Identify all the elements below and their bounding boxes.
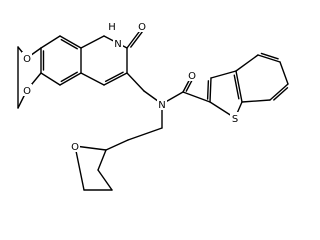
bond-z1-z2 [257, 54, 281, 63]
atom-n-quinolinone-bg [113, 37, 123, 49]
bond-p4-b4 [80, 72, 105, 86]
atom-label-layer: O O H N O N O S O [22, 20, 240, 153]
atom-n-amide-bg [157, 98, 167, 110]
bond-z3-z4 [269, 83, 289, 101]
bond-b4-b5 [59, 72, 82, 86]
molecule-canvas: O O H N O N O S O [17, 20, 289, 191]
bond-cAm-t2 [182, 91, 211, 103]
bond-b3-p1 [80, 35, 105, 49]
bond-z2-z3 [279, 61, 289, 85]
atom-o-thf-bg [70, 140, 80, 152]
atom-n-amide: N [158, 100, 165, 111]
double-bond-t2-t3 [206, 80, 210, 100]
molecule-diagram: O O H N O N O S O [17, 20, 289, 191]
bond-t3a-t7a [235, 70, 243, 103]
atom-o-thf: O [71, 142, 79, 153]
double-bond-z1-z2 [260, 52, 279, 60]
bond-b5-b6 [40, 72, 61, 86]
atom-s-thiophene-bg [230, 112, 240, 124]
atom-o-amide: O [188, 71, 196, 82]
double-bond-p3-p4 [104, 71, 124, 83]
bond-ch2b-thfC [127, 127, 163, 141]
atom-o-ketone-bg [137, 20, 147, 32]
bond-t2-t3 [209, 77, 212, 103]
bond-b2-b3 [59, 35, 82, 49]
atom-h-bg [107, 20, 117, 32]
double-bond-z3-z4 [273, 87, 289, 101]
bond-z4-t7a [241, 99, 271, 103]
atom-h: H [108, 22, 116, 33]
bond-f3-f2 [97, 169, 113, 191]
double-bond-b4-b5 [60, 71, 78, 83]
atom-o-ketone: O [138, 22, 146, 33]
bond-oT-f4 [74, 145, 85, 191]
double-bond-p2-ok [130, 31, 143, 48]
atom-s-thiophene: S [232, 114, 238, 125]
bond-f1-oT [74, 145, 107, 151]
bond-f2-f1 [97, 149, 107, 171]
atom-o-dioxane-bottom-bg [22, 84, 32, 96]
bond-thfC-f1 [105, 139, 129, 151]
bond-p3-ch2a [126, 72, 145, 92]
atom-n-quinolinone: N [114, 39, 121, 50]
bond-p3-p4 [103, 72, 128, 86]
bond-t3a-z1 [235, 54, 259, 72]
atom-o-dioxane-bottom: O [23, 86, 31, 97]
double-bond-t3a-t7a [233, 74, 240, 100]
atom-o-amide-bg [187, 69, 197, 81]
atom-o-dioxane-top: O [23, 54, 31, 65]
bond-layer [17, 27, 289, 191]
bond-t3-t3a [210, 70, 237, 79]
atom-o-dioxane-top-bg [22, 52, 32, 64]
double-bond-b2-b3 [60, 38, 78, 50]
bond-b1-b2 [40, 35, 61, 49]
